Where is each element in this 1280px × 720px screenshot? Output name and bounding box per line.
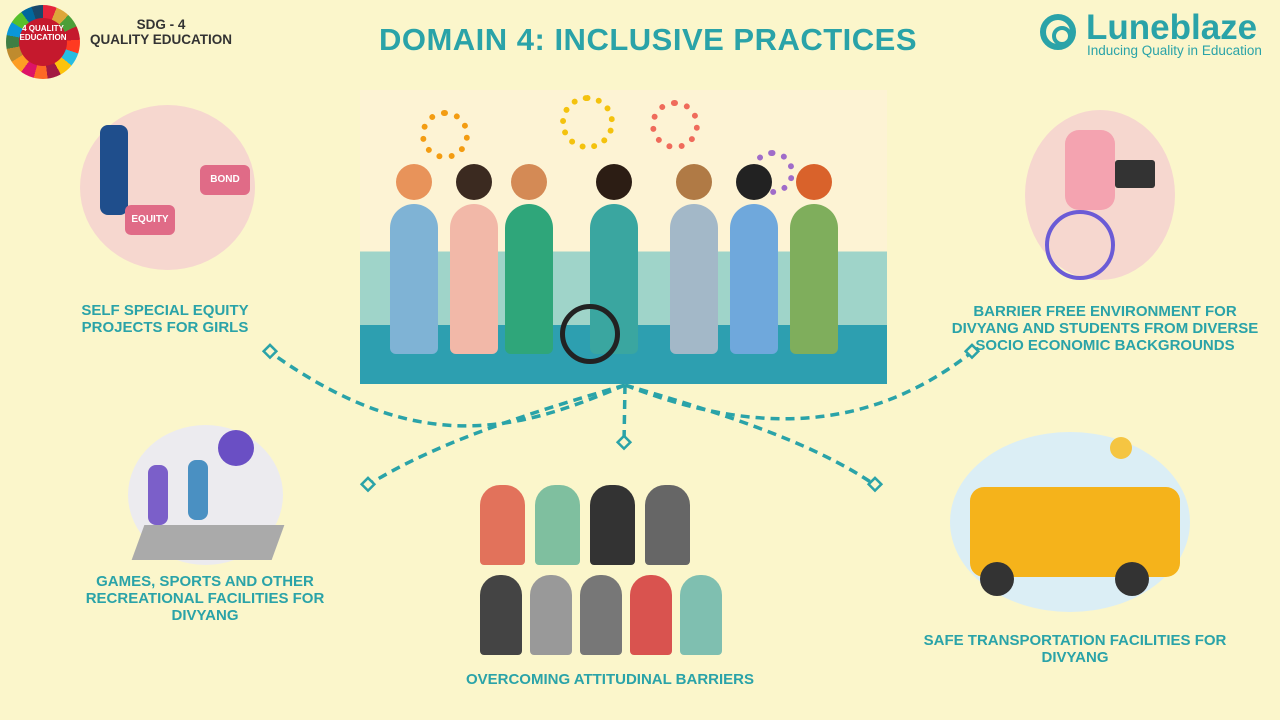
sdg-number: SDG - 4 (136, 17, 186, 32)
wheelchair-user-illustration (1025, 110, 1175, 280)
brand-name: Luneblaze (1086, 8, 1258, 47)
equity-illustration: EQUITY BOND (80, 105, 255, 270)
node-diamond (866, 476, 884, 493)
bus-icon (970, 487, 1180, 577)
connector-attitudinal (622, 384, 627, 444)
brand-tagline: Inducing Quality in Education (1087, 43, 1262, 58)
connector-transport (624, 383, 876, 487)
flower-icon (560, 95, 615, 150)
sdg-4-badge: 4 QUALITY EDUCATION (19, 18, 67, 66)
flower-icon (420, 110, 470, 160)
connector-equity (268, 350, 626, 428)
node-label-games: GAMES, SPORTS AND OTHER RECREATIONAL FAC… (85, 573, 325, 624)
sun-icon (1110, 437, 1132, 459)
node-label-barrier-free: BARRIER FREE ENVIRONMENT FOR DIVYANG AND… (951, 303, 1259, 354)
node-diamond (261, 343, 279, 360)
connector-games (367, 383, 626, 487)
sdg-name: QUALITY EDUCATION (90, 32, 233, 47)
equity-sign: EQUITY (125, 205, 175, 235)
connector-barrier-free (624, 350, 974, 421)
node-label-equity: SELF SPECIAL EQUITY PROJECTS FOR GIRLS (81, 302, 249, 336)
node-label-transport: SAFE TRANSPORTATION FACILITIES FOR DIVYA… (923, 632, 1227, 666)
graduation-cap-icon (218, 430, 254, 466)
diverse-people-illustration (470, 480, 755, 660)
wheelchair-icon (1045, 210, 1115, 280)
node-diamond (963, 343, 981, 360)
page-title: DOMAIN 4: INCLUSIVE PRACTICES (378, 22, 918, 57)
sports-illustration (128, 425, 285, 565)
node-diamond (615, 434, 633, 451)
wheelchair-icon (560, 304, 620, 364)
node-diamond (359, 476, 377, 493)
node-label-attitudinal: OVERCOMING ATTITUDINAL BARRIERS (465, 671, 755, 688)
school-bus-illustration (950, 432, 1190, 612)
flower-icon (650, 100, 700, 150)
inclusive-children-illustration (360, 90, 887, 384)
laptop-icon (1115, 160, 1155, 188)
luneblaze-logo-icon (1040, 14, 1076, 50)
bond-sign: BOND (200, 165, 250, 195)
